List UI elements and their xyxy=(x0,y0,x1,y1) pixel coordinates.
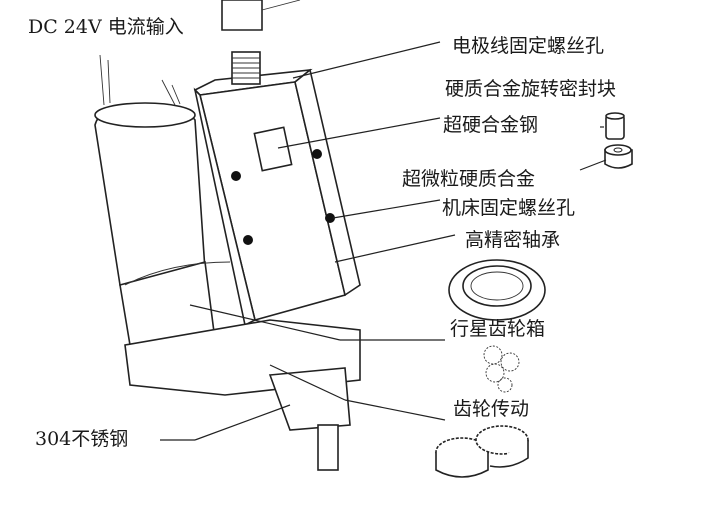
threaded-connector xyxy=(231,51,261,85)
label-planetary-gearbox: 行星齿轮箱 xyxy=(450,318,546,340)
seal-block-small xyxy=(605,112,625,140)
leader-lines xyxy=(160,41,607,441)
gearbox-base xyxy=(124,319,361,471)
gear-pair xyxy=(435,425,529,478)
label-electrode-screw-hole: 电极线固定螺丝孔 xyxy=(452,35,605,57)
label-power-input: DC 24V 电流输入 xyxy=(28,16,184,38)
main-housing-block xyxy=(193,68,361,327)
label-ultrafine-carbide: 超微粒硬质合金 xyxy=(402,168,536,190)
label-gear-drive: 齿轮传动 xyxy=(453,398,530,420)
seal-block-large xyxy=(604,144,633,169)
label-stainless-304: 304不锈钢 xyxy=(35,428,129,450)
power-wires xyxy=(99,54,181,106)
label-machine-mount-screw-hole: 机床固定螺丝孔 xyxy=(442,197,576,219)
planetary-gears xyxy=(483,345,520,393)
top-cable-stub xyxy=(221,0,263,31)
label-precision-bearing: 高精密轴承 xyxy=(465,229,561,251)
bearing xyxy=(448,259,546,321)
label-super-hard-alloy-steel: 超硬合金钢 xyxy=(443,114,539,136)
label-carbide-rotary-seal: 硬质合金旋转密封块 xyxy=(445,78,617,100)
